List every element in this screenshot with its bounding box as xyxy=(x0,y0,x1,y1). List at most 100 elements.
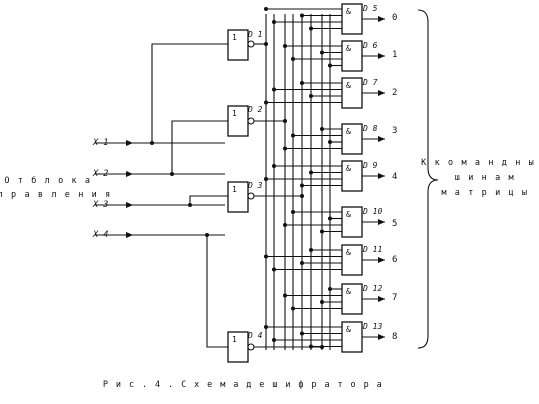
junction-dot xyxy=(309,26,313,31)
output-label-0: 0 xyxy=(392,13,397,23)
input-arrow-x1 xyxy=(126,140,133,146)
source-label-line-2: у п р а в л е н и я xyxy=(0,190,112,200)
and-gate-d12-label: D 12 xyxy=(362,284,382,293)
and-gate-d11-label: D 11 xyxy=(362,245,382,254)
and-gate-d7: & D 7 xyxy=(341,77,378,109)
junction-dot xyxy=(264,42,268,46)
inverter-d1: 1 D 1 xyxy=(227,29,262,61)
figure-caption: Р и с . 4 . С х е м а д е ш и ф р а т о … xyxy=(103,380,383,390)
output-label-2: 2 xyxy=(392,88,397,98)
junction-dot xyxy=(320,300,324,304)
and-gate-d8-label: D 8 xyxy=(362,124,378,133)
junction-dot xyxy=(320,127,324,131)
wiring xyxy=(95,7,385,350)
inverter-d2-symbol: 1 xyxy=(232,109,237,118)
junction-dot xyxy=(300,81,304,85)
output-arrow-2 xyxy=(378,90,385,96)
output-arrow-5 xyxy=(378,219,385,225)
destination-label-line-2: ш и н а м xyxy=(455,173,515,183)
output-arrow-8 xyxy=(378,334,385,340)
input-arrow-x4 xyxy=(126,232,133,238)
and-gate-d9-label: D 9 xyxy=(362,161,378,170)
junction-dot xyxy=(264,177,268,181)
input-arrow-x2 xyxy=(126,171,133,177)
output-arrow-0 xyxy=(378,16,385,22)
junction-dot xyxy=(264,254,268,259)
and-gate-d13-label: D 13 xyxy=(362,322,382,331)
junction-dot xyxy=(264,100,268,105)
junction-dot xyxy=(272,87,276,92)
junction-dot xyxy=(264,325,268,329)
inverter-d3-label: D 3 xyxy=(247,181,263,190)
junction-dot xyxy=(150,141,154,145)
inverter-d1-symbol: 1 xyxy=(232,33,237,42)
junction-dot xyxy=(309,344,313,349)
junction-dot xyxy=(309,170,313,175)
junction-dot xyxy=(300,331,304,336)
inverter-feed-1 xyxy=(151,43,228,143)
junction-dot xyxy=(300,261,304,265)
and-gate-d12: & D 12 xyxy=(341,283,382,315)
junction-dot xyxy=(264,7,268,11)
and-gate-d7-symbol: & xyxy=(346,81,351,90)
output-label-1: 1 xyxy=(392,50,397,60)
destination-label-line-1: К к о м а н д н ы м xyxy=(421,158,539,168)
and-gate-d12-symbol: & xyxy=(346,287,351,296)
inverter-d1-label: D 1 xyxy=(247,30,262,39)
output-label-5: 5 xyxy=(392,219,397,229)
and-gate-d6: & D 6 xyxy=(341,40,378,72)
output-arrow-3 xyxy=(378,136,385,142)
inverter-feed-2 xyxy=(171,120,228,174)
and-gate-d11-symbol: & xyxy=(346,248,351,257)
and-gate-d6-symbol: & xyxy=(346,44,351,53)
junction-dot xyxy=(309,94,313,98)
junction-dot xyxy=(320,229,324,234)
output-arrow-1 xyxy=(378,53,385,59)
junction-dot xyxy=(291,306,295,311)
output-arrow-6 xyxy=(378,257,385,263)
inverter-d3: 1 D 3 xyxy=(227,181,263,213)
inverter-feed-4 xyxy=(206,235,228,348)
junction-dot xyxy=(272,338,276,342)
inverter-d2-label: D 2 xyxy=(247,105,263,114)
junction-dot xyxy=(328,287,332,291)
junction-dot xyxy=(300,194,304,198)
and-gate-d6-label: D 6 xyxy=(362,41,378,50)
input-labels: X 1 X 2 X 3 X 4 xyxy=(92,138,108,240)
junction-dot xyxy=(283,119,287,123)
input-arrow-x3 xyxy=(126,202,133,208)
and-gate-d10-label: D 10 xyxy=(362,207,382,216)
junction-dot xyxy=(272,164,276,168)
junction-dot xyxy=(283,293,287,298)
junction-dot xyxy=(291,210,295,214)
and-gate-d13-symbol: & xyxy=(346,325,351,334)
output-label-8: 8 xyxy=(392,332,397,342)
junction-dot xyxy=(283,146,287,151)
output-label-6: 6 xyxy=(392,255,397,265)
output-label-3: 3 xyxy=(392,126,397,136)
inverter-d2: 1 D 2 xyxy=(227,105,263,137)
and-gate-d5-label: D 5 xyxy=(362,4,378,13)
junction-dot xyxy=(188,203,192,207)
junction-dot xyxy=(300,183,304,188)
junction-dot xyxy=(328,140,332,144)
junction-dot xyxy=(291,133,295,138)
junction-dot xyxy=(328,63,332,68)
junction-dot xyxy=(283,223,287,227)
junction-dot xyxy=(272,267,276,272)
destination-label-line-3: м а т р и ц ы xyxy=(441,188,528,198)
and-gate-d13: & D 13 xyxy=(341,321,382,353)
output-arrow-7 xyxy=(378,296,385,302)
inverter-d4-label: D 4 xyxy=(247,331,263,340)
and-gate-d7-label: D 7 xyxy=(362,78,378,87)
inverter-d4-symbol: 1 xyxy=(232,335,237,344)
output-label-7: 7 xyxy=(392,293,397,303)
inverter-feed-3 xyxy=(189,195,228,205)
and-gate-d5-symbol: & xyxy=(346,7,351,16)
junction-dot xyxy=(328,216,332,221)
output-arrow-4 xyxy=(378,173,385,179)
and-gate-d10-symbol: & xyxy=(346,210,351,219)
output-brace xyxy=(417,9,439,349)
destination-label: К к о м а н д н ы м ш и н а м м а т р и … xyxy=(421,158,539,198)
